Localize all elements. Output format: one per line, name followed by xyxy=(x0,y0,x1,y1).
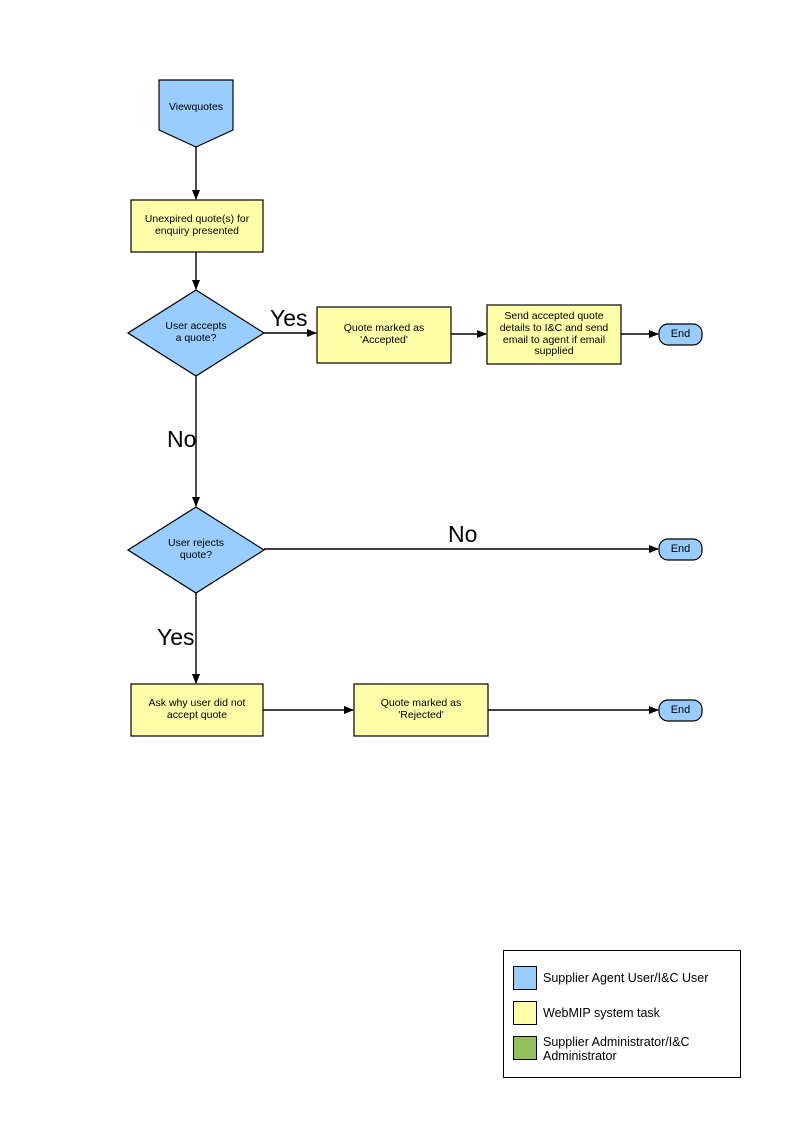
node-unexpired-quotes[interactable] xyxy=(130,199,264,253)
legend-label-system: WebMIP system task xyxy=(543,1006,660,1020)
node-quote-marked-rejected[interactable] xyxy=(353,683,489,737)
legend-label-admin: Supplier Administrator/I&C Administrator xyxy=(543,1035,690,1064)
node-send-accepted-details[interactable] xyxy=(486,304,622,365)
node-decision-user-rejects[interactable] xyxy=(126,506,266,594)
node-end-reject[interactable] xyxy=(658,699,703,722)
node-start-viewquotes[interactable] xyxy=(158,79,234,148)
legend-panel xyxy=(503,950,741,1078)
edge-label-no-reject: No xyxy=(448,521,478,547)
legend-swatch-admin xyxy=(513,1036,537,1060)
legend-swatch-user xyxy=(513,966,537,990)
edge-label-yes-accept: Yes xyxy=(270,305,308,331)
legend-swatch-system xyxy=(513,1001,537,1025)
edge-label-yes-reject: Yes xyxy=(157,624,195,650)
node-end-accept[interactable] xyxy=(658,323,703,346)
legend-label-user: Supplier Agent User/I&C User xyxy=(543,971,709,985)
node-end-no-reject[interactable] xyxy=(658,538,703,561)
edge-label-no-accept: No xyxy=(167,426,197,452)
node-ask-why-not-accept[interactable] xyxy=(130,683,264,737)
node-decision-user-accepts[interactable] xyxy=(126,289,266,377)
node-quote-marked-accepted[interactable] xyxy=(316,306,452,364)
